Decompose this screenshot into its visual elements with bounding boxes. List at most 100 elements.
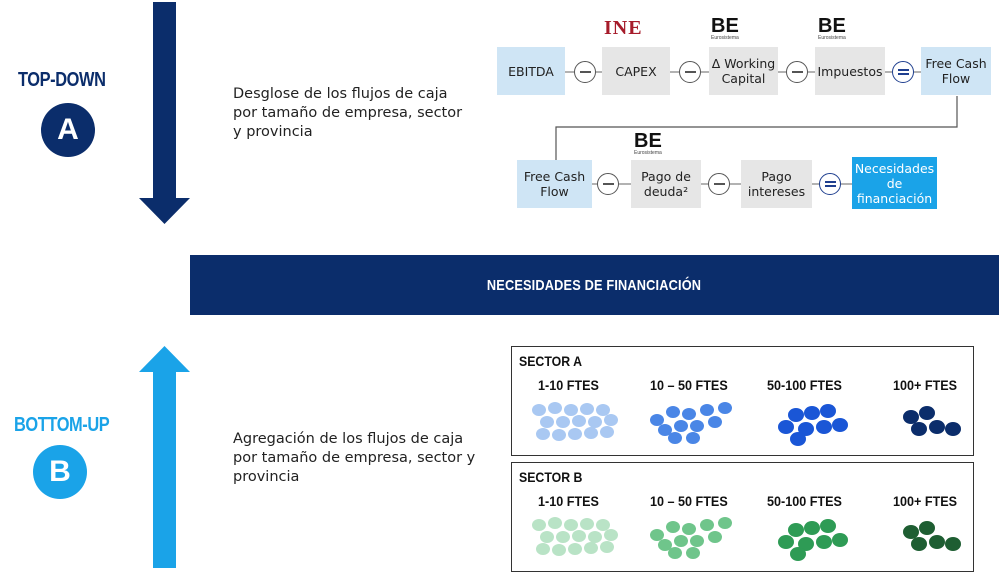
- company-dot: [816, 420, 832, 434]
- company-dot: [674, 535, 688, 547]
- company-dot: [556, 416, 570, 428]
- minus-operator: [679, 61, 701, 83]
- top-down-title: TOP-DOWN: [18, 69, 106, 91]
- sector-a-size-4: 100+ FTES: [893, 377, 958, 393]
- company-dot: [816, 535, 832, 549]
- minus-operator: [574, 61, 596, 83]
- company-dot: [700, 519, 714, 531]
- financing-needs-box: Necesidades de financiación: [852, 157, 937, 209]
- free-cash-flow-box: Free Cash Flow: [921, 47, 991, 95]
- company-dot: [532, 519, 546, 531]
- company-dot: [600, 541, 614, 553]
- equals-operator: [892, 61, 914, 83]
- company-dot: [682, 523, 696, 535]
- company-dot: [552, 429, 566, 441]
- company-dot: [708, 416, 722, 428]
- company-dot: [588, 531, 602, 543]
- company-dot: [903, 410, 919, 424]
- company-dot: [650, 529, 664, 541]
- company-dot: [604, 529, 618, 541]
- company-dot: [945, 537, 961, 551]
- bottom-up-title: BOTTOM-UP: [14, 414, 110, 436]
- company-dot: [718, 402, 732, 414]
- company-dot: [820, 404, 836, 418]
- company-dot: [668, 547, 682, 559]
- taxes-box: Impuestos: [815, 47, 885, 95]
- band-label: NECESIDADES DE FINANCIACIÓN: [487, 276, 702, 294]
- company-dot: [708, 531, 722, 543]
- flow-connector: [555, 71, 958, 185]
- company-dot: [548, 517, 562, 529]
- company-dot: [564, 404, 578, 416]
- company-dot: [690, 420, 704, 432]
- company-dot: [596, 404, 610, 416]
- company-dot: [596, 519, 610, 531]
- company-dot: [788, 523, 804, 537]
- company-dot: [790, 432, 806, 446]
- company-dot: [564, 519, 578, 531]
- company-dot: [540, 531, 554, 543]
- company-dot: [911, 537, 927, 551]
- company-dot: [919, 406, 935, 420]
- company-dot: [532, 404, 546, 416]
- company-dot: [690, 535, 704, 547]
- bottom-up-arrow: [139, 346, 190, 568]
- company-dot: [674, 420, 688, 432]
- company-dot: [700, 404, 714, 416]
- minus-operator: [786, 61, 808, 83]
- company-dot: [568, 543, 582, 555]
- company-dot: [718, 517, 732, 529]
- company-dot: [658, 424, 672, 436]
- sector-a-size-1: 1-10 FTES: [538, 377, 599, 393]
- company-dot: [580, 403, 594, 415]
- sector-b-size-3: 50-100 FTES: [767, 493, 842, 509]
- company-dot: [686, 547, 700, 559]
- company-dot: [820, 519, 836, 533]
- ine-logo: INE: [604, 17, 643, 39]
- bottom-up-badge: B: [33, 445, 87, 499]
- company-dot: [945, 422, 961, 436]
- financing-needs-band: NECESIDADES DE FINANCIACIÓN: [190, 255, 999, 315]
- company-dot: [778, 420, 794, 434]
- company-dot: [666, 521, 680, 533]
- company-dot: [658, 539, 672, 551]
- company-dot: [919, 521, 935, 535]
- free-cash-flow-box-2: Free Cash Flow: [517, 160, 592, 208]
- company-dot: [540, 416, 554, 428]
- arrows-layer: [139, 2, 190, 568]
- top-down-description: Desglose de los flujos de caja por tamañ…: [233, 86, 463, 140]
- company-dot: [588, 416, 602, 428]
- company-dot: [788, 408, 804, 422]
- company-dot: [552, 544, 566, 556]
- company-dot: [536, 428, 550, 440]
- company-dot: [568, 428, 582, 440]
- company-dot: [584, 427, 598, 439]
- sector-a-title: SECTOR A: [519, 353, 582, 369]
- company-dot: [536, 543, 550, 555]
- bottom-up-description: Agregación de los flujos de caja por tam…: [233, 431, 476, 485]
- company-dot: [548, 402, 562, 414]
- company-dot: [804, 406, 820, 420]
- company-dot: [929, 535, 945, 549]
- sector-b-size-2: 10 – 50 FTES: [650, 493, 728, 509]
- equals-operator: [819, 173, 841, 195]
- sector-b-title: SECTOR B: [519, 469, 583, 485]
- company-dot: [778, 535, 794, 549]
- company-dot: [666, 406, 680, 418]
- ebitda-box: EBITDA: [497, 47, 565, 95]
- company-dot: [832, 418, 848, 432]
- minus-operator: [708, 173, 730, 195]
- company-dot: [580, 518, 594, 530]
- working-capital-box: Δ Working Capital: [709, 47, 778, 95]
- company-dot: [804, 521, 820, 535]
- sector-a-size-2: 10 – 50 FTES: [650, 377, 728, 393]
- company-dot: [832, 533, 848, 547]
- sector-a-size-3: 50-100 FTES: [767, 377, 842, 393]
- company-dot: [929, 420, 945, 434]
- company-dot: [604, 414, 618, 426]
- sector-b-size-4: 100+ FTES: [893, 493, 958, 509]
- capex-box: CAPEX: [602, 47, 670, 95]
